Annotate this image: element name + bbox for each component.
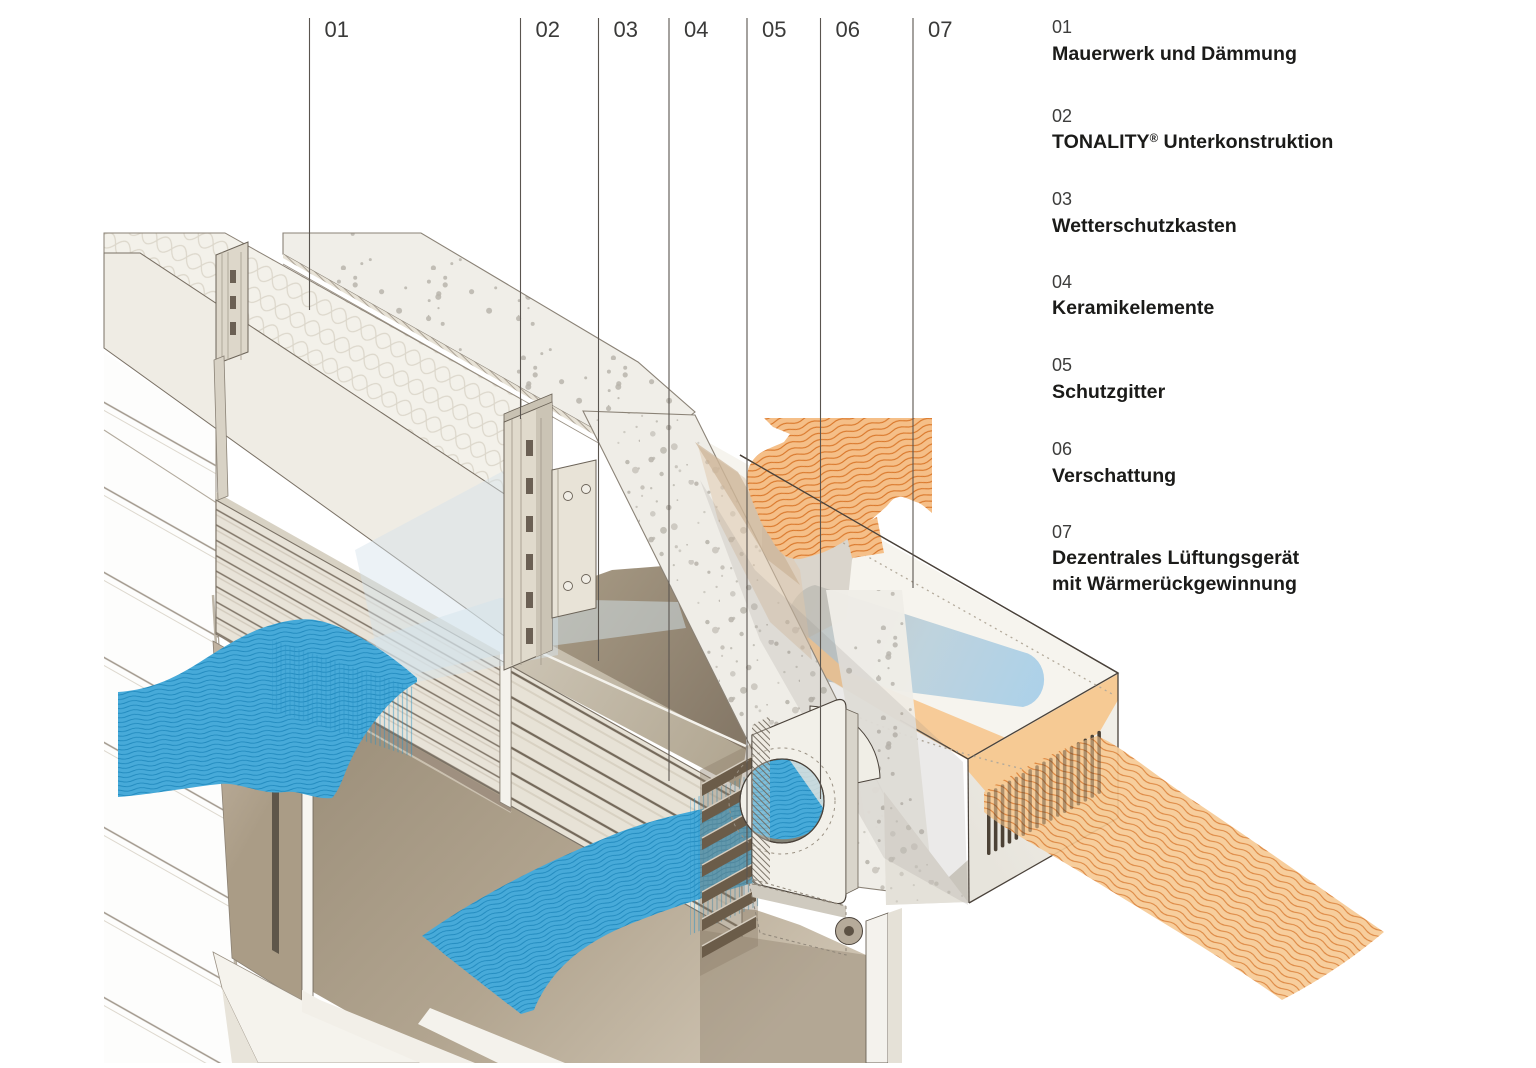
- svg-text:Verschattung: Verschattung: [1052, 465, 1176, 487]
- svg-text:04: 04: [1052, 272, 1072, 292]
- svg-text:Keramikelemente: Keramikelemente: [1052, 297, 1214, 319]
- svg-text:Schutzgitter: Schutzgitter: [1052, 381, 1166, 403]
- svg-text:mit Wärmerückgewinnung: mit Wärmerückgewinnung: [1052, 573, 1297, 595]
- svg-text:06: 06: [836, 17, 860, 42]
- svg-text:04: 04: [684, 17, 708, 42]
- svg-text:01: 01: [325, 17, 349, 42]
- svg-text:02: 02: [1052, 106, 1072, 126]
- svg-text:07: 07: [1052, 522, 1072, 542]
- svg-text:03: 03: [614, 17, 638, 42]
- svg-text:05: 05: [1052, 355, 1072, 375]
- svg-text:Mauerwerk und Dämmung: Mauerwerk und Dämmung: [1052, 43, 1297, 65]
- svg-text:06: 06: [1052, 439, 1072, 459]
- svg-text:01: 01: [1052, 17, 1072, 37]
- svg-text:03: 03: [1052, 189, 1072, 209]
- svg-text:02: 02: [536, 17, 560, 42]
- svg-text:Dezentrales Lüftungsgerät: Dezentrales Lüftungsgerät: [1052, 547, 1300, 569]
- svg-text:05: 05: [762, 17, 786, 42]
- svg-text:07: 07: [928, 17, 952, 42]
- svg-text:TONALITY® Unterkonstruktion: TONALITY® Unterkonstruktion: [1052, 131, 1333, 153]
- svg-text:Wetterschutzkasten: Wetterschutzkasten: [1052, 215, 1237, 237]
